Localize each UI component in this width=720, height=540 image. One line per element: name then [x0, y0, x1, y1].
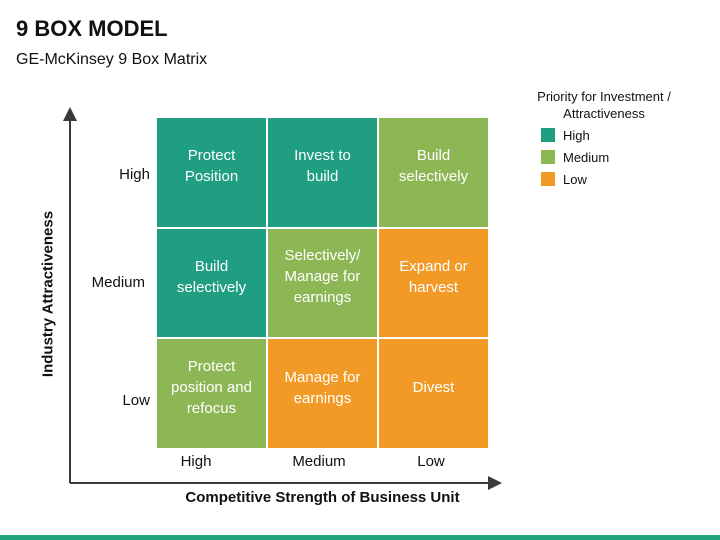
row-label-low: Low — [122, 392, 150, 409]
row-label-medium: Medium — [91, 274, 145, 291]
bottom-accent-bar — [0, 535, 720, 540]
cell-high-low: Build selectively — [379, 118, 488, 227]
legend-item-high: High — [541, 126, 704, 144]
col-label-medium: Medium — [292, 453, 346, 470]
legend-swatch — [541, 128, 555, 142]
col-label-low: Low — [417, 453, 445, 470]
cell-high-medium: Invest to build — [268, 118, 377, 227]
cell-label: Build selectively — [398, 147, 469, 186]
cell-low-low: Divest — [379, 339, 488, 448]
nine-box-matrix: Protect Position Invest to build Build s… — [157, 118, 488, 448]
col-label-high: High — [180, 453, 212, 470]
cell-label: Expand or harvest — [399, 257, 468, 296]
legend-swatch — [541, 150, 555, 164]
row-label-high: High — [119, 166, 150, 183]
page-subtitle: GE-McKinsey 9 Box Matrix — [16, 51, 208, 68]
cell-label: Build selectively — [176, 257, 247, 296]
cell-label: Selectively/ Manage for earnings — [284, 247, 361, 307]
cell-medium-medium: Selectively/ Manage for earnings — [268, 228, 377, 338]
legend-swatch — [541, 172, 555, 186]
legend-label: Medium — [563, 149, 610, 165]
cell-label: Divest — [412, 379, 455, 397]
page-title: 9 BOX MODEL — [16, 16, 168, 41]
legend-label: Low — [563, 171, 587, 187]
cell-high-high: Protect Position — [157, 118, 266, 227]
cell-label: Manage for earnings — [284, 368, 361, 407]
cell-label: Protect Position — [184, 147, 239, 186]
legend-label: High — [563, 127, 590, 143]
cell-low-high: Protect position and refocus — [157, 339, 266, 448]
cell-low-medium: Manage for earnings — [268, 339, 377, 448]
cell-label: Invest to build — [294, 147, 351, 186]
x-axis-title: Competitive Strength of Business Unit — [185, 489, 460, 506]
legend-item-medium: Medium — [541, 148, 704, 166]
legend: Priority for Investment / Attractiveness… — [524, 88, 704, 188]
legend-item-low: Low — [541, 170, 704, 188]
y-axis-title: Industry Attractiveness — [39, 210, 57, 378]
legend-title: Priority for Investment / Attractiveness — [537, 89, 671, 121]
cell-medium-high: Build selectively — [157, 228, 266, 338]
cell-label: Protect position and refocus — [171, 358, 252, 418]
cell-medium-low: Expand or harvest — [379, 228, 488, 338]
